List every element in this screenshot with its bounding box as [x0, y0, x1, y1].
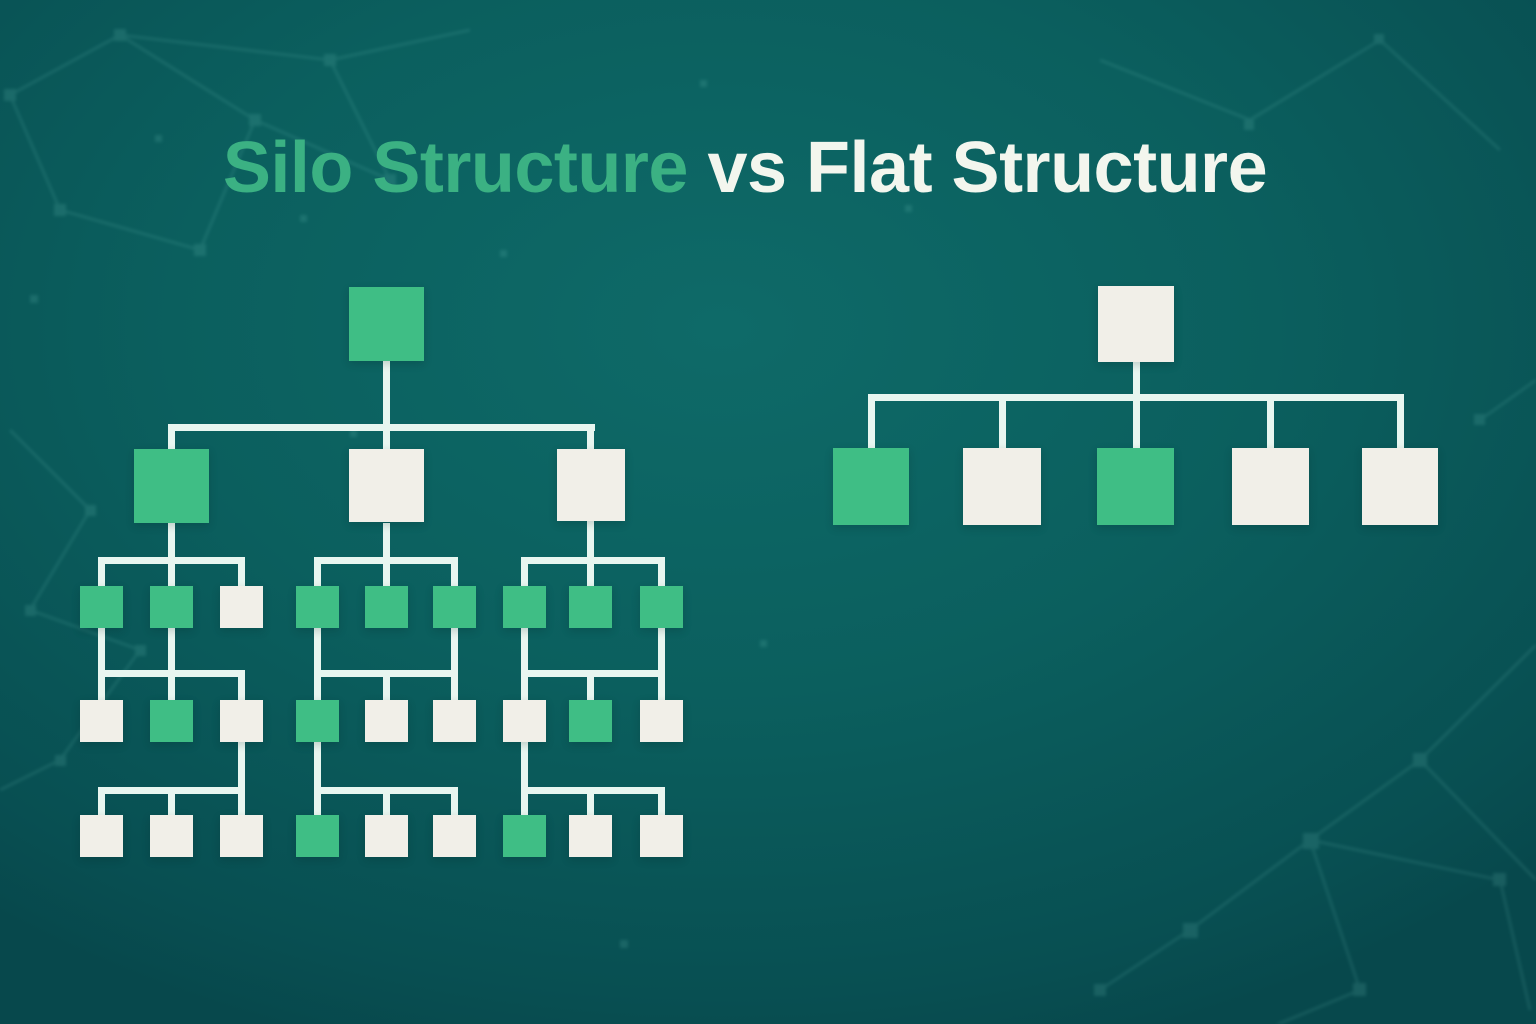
title-flat-structure: Flat Structure: [806, 128, 1268, 208]
page-title: Silo Structure vs Flat Structure: [0, 132, 1490, 222]
title-silo-structure: Silo Structure: [222, 128, 689, 208]
title-separator: vs: [687, 128, 807, 208]
